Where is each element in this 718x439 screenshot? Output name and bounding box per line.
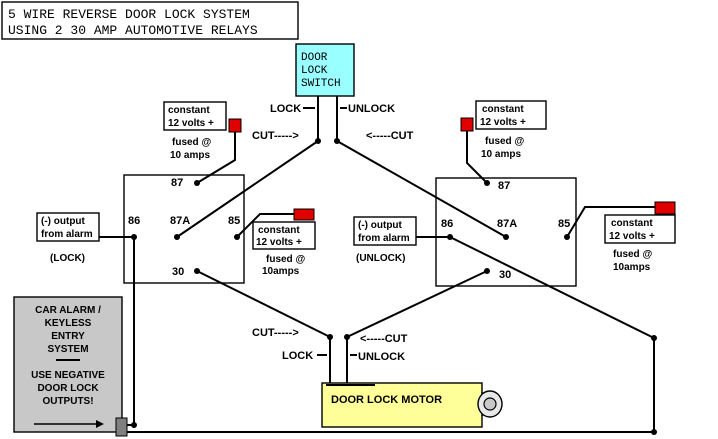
left-side-supply-label bbox=[252, 221, 316, 250]
left-side-fuse bbox=[293, 208, 315, 221]
right-alarm-output-label bbox=[353, 216, 417, 246]
right-relay bbox=[435, 177, 577, 287]
alarm-connector bbox=[115, 417, 128, 437]
right-side-supply-line-2: 12 volts + bbox=[609, 231, 655, 242]
right-alarm-output-line-2: from alarm bbox=[358, 233, 410, 244]
left-top-supply-line-2: 12 volts + bbox=[168, 118, 214, 129]
title-line-1: 5 WIRE REVERSE DOOR LOCK SYSTEM bbox=[8, 7, 250, 22]
right-pin-87: 87 bbox=[498, 180, 510, 192]
left-pin-87a: 87A bbox=[170, 215, 190, 227]
left-top-fuse-line-1: fused @ bbox=[172, 137, 211, 148]
left-side-fuse-line-1: fused @ bbox=[266, 254, 305, 265]
left-top-fuse bbox=[228, 118, 242, 133]
left-side-supply-line-2: 12 volts + bbox=[256, 237, 302, 248]
right-side-fuse-line-1: fused @ bbox=[613, 249, 652, 260]
right-top-supply-line-2: 12 volts + bbox=[480, 117, 526, 128]
right-top-supply-label bbox=[475, 100, 547, 130]
alarm-line-5: USE NEGATIVE bbox=[31, 370, 105, 381]
left-pin-30: 30 bbox=[172, 266, 184, 278]
right-side-fuse-line-2: 10amps bbox=[613, 262, 651, 273]
switch-cut-right: <-----CUT bbox=[366, 130, 414, 142]
switch-cut-left: CUT-----> bbox=[252, 130, 299, 142]
title-line-2: USING 2 30 AMP AUTOMOTIVE RELAYS bbox=[8, 23, 258, 38]
right-side-fuse bbox=[654, 201, 676, 215]
left-pin-87: 87 bbox=[171, 177, 183, 189]
left-top-fuse-line-2: 10 amps bbox=[170, 150, 210, 161]
alarm-line-3: ENTRY bbox=[51, 331, 85, 342]
right-alarm-output-line-1: (-) output bbox=[358, 220, 403, 231]
title-box bbox=[1, 1, 299, 40]
right-side-supply-label bbox=[604, 214, 676, 244]
motor-label: DOOR LOCK MOTOR bbox=[331, 394, 442, 406]
alarm-line-7: OUTPUTS! bbox=[42, 396, 93, 407]
right-top-supply-line-1: constant bbox=[482, 104, 524, 115]
alarm-line-6: DOOR LOCK bbox=[37, 383, 99, 394]
right-top-fuse bbox=[460, 117, 474, 132]
left-side-supply-line-1: constant bbox=[258, 225, 300, 236]
right-top-fuse-line-1: fused @ bbox=[485, 136, 524, 147]
left-alarm-output-line-2: from alarm bbox=[41, 229, 93, 240]
switch-line-3: SWITCH bbox=[301, 78, 341, 90]
door-lock-switch bbox=[295, 43, 355, 97]
left-relay-function: (LOCK) bbox=[50, 253, 85, 264]
right-pin-86: 86 bbox=[441, 218, 453, 230]
car-alarm-box bbox=[13, 296, 123, 433]
left-top-supply-label bbox=[163, 101, 227, 131]
left-alarm-output-line-1: (-) output bbox=[41, 216, 86, 227]
door-lock-motor bbox=[321, 382, 483, 428]
arrow-right-icon bbox=[96, 420, 104, 428]
right-pin-85: 85 bbox=[558, 218, 570, 230]
motor-cut-right: <-----CUT bbox=[360, 333, 408, 345]
left-pin-86: 86 bbox=[128, 215, 140, 227]
left-side-fuse-line-2: 10amps bbox=[262, 266, 300, 277]
switch-unlock-label: UNLOCK bbox=[348, 103, 395, 115]
alarm-line-4: SYSTEM bbox=[47, 344, 88, 355]
left-alarm-output-label bbox=[36, 212, 100, 242]
right-side-supply-line-1: constant bbox=[611, 218, 653, 229]
switch-lock-label: LOCK bbox=[270, 103, 301, 115]
switch-line-1: DOOR bbox=[301, 52, 328, 64]
alarm-line-1: CAR ALARM / bbox=[35, 305, 101, 316]
right-top-fuse-line-2: 10 amps bbox=[481, 149, 521, 160]
left-pin-85: 85 bbox=[228, 215, 240, 227]
switch-line-2: LOCK bbox=[301, 65, 328, 77]
motor-lock-label: LOCK bbox=[282, 350, 313, 362]
right-relay-function: (UNLOCK) bbox=[356, 253, 405, 264]
alarm-line-2: KEYLESS bbox=[45, 318, 92, 329]
left-top-supply-line-1: constant bbox=[168, 105, 210, 116]
right-pin-87a: 87A bbox=[497, 218, 517, 230]
left-relay bbox=[123, 174, 245, 284]
motor-unlock-label: UNLOCK bbox=[358, 351, 405, 363]
right-pin-30: 30 bbox=[499, 269, 511, 281]
motor-cut-left: CUT-----> bbox=[252, 327, 299, 339]
